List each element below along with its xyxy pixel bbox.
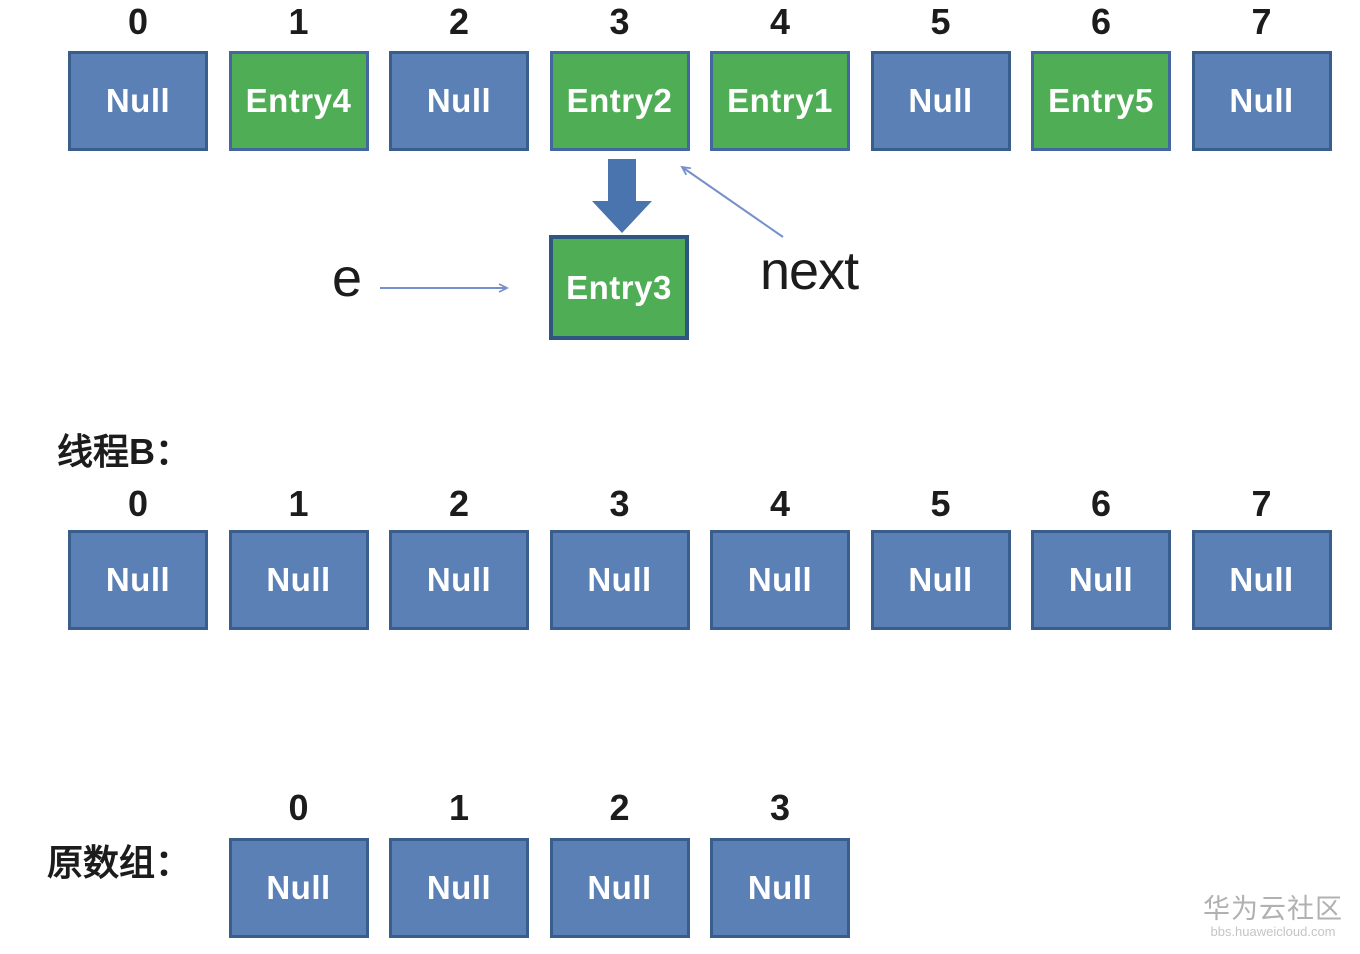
index-label: 0 — [127, 1, 149, 42]
watermark-site-name: 华为云社区 — [1203, 894, 1343, 925]
index-label: 3 — [609, 1, 630, 42]
index-label: 7 — [1251, 1, 1272, 42]
array-cell: Null — [228, 838, 369, 938]
index-label: 1 — [288, 483, 309, 524]
array-cell: Entry4 — [228, 51, 369, 151]
detached-entry-cell: Entry3 — [549, 235, 689, 340]
index-label: 0 — [127, 483, 149, 524]
index-label: 2 — [609, 787, 630, 828]
index-label: 5 — [930, 483, 951, 524]
index-label: 4 — [769, 483, 791, 524]
array-cell: Null — [549, 838, 690, 938]
array-cell: Null — [870, 530, 1011, 630]
original-array-row: Null Null Null Null — [228, 838, 850, 938]
index-label: 4 — [769, 1, 791, 42]
index-label: 3 — [769, 787, 791, 828]
array-cell: Null — [68, 51, 208, 151]
array-cell: Null — [1031, 530, 1171, 630]
index-label: 2 — [448, 483, 470, 524]
original-array-title: 原数组： — [47, 842, 192, 883]
watermark: 华为云社区 bbs.huaweicloud.com — [1203, 894, 1343, 940]
thread-b-title: 线程B： — [57, 431, 191, 472]
index-label: 6 — [1090, 483, 1112, 524]
array-cell: Null — [710, 838, 850, 938]
array-cell: Null — [389, 530, 529, 630]
array-cell: Entry2 — [549, 51, 690, 151]
array-cell: Null — [389, 51, 529, 151]
array-cell: Null — [549, 530, 690, 630]
watermark-site-url: bbs.huaweicloud.com — [1210, 924, 1336, 940]
thread-b-array-row: Null Null Null Null Null Null Null Null — [68, 530, 1332, 630]
array-cell: Entry5 — [1031, 51, 1171, 151]
array-cell: Null — [710, 530, 850, 630]
next-pointer-arrow-icon — [680, 165, 784, 238]
index-label: 6 — [1090, 1, 1112, 42]
array-cell: Null — [870, 51, 1011, 151]
index-label: 1 — [288, 1, 309, 42]
array-cell: Null — [389, 838, 529, 938]
index-label: 3 — [609, 483, 630, 524]
array-cell: Null — [228, 530, 369, 630]
thick-down-arrow-icon — [592, 159, 652, 233]
array-cell: Null — [1191, 51, 1332, 151]
array-cell: Entry1 — [710, 51, 850, 151]
e-pointer-label: e — [332, 248, 362, 308]
thread-b-index-row: 0 1 2 3 4 5 6 7 — [68, 486, 1332, 522]
array-cell: Null — [1191, 530, 1332, 630]
index-label: 0 — [288, 787, 309, 828]
index-label: 2 — [448, 1, 470, 42]
top-array-index-row: 0 1 2 3 4 5 6 7 — [68, 4, 1332, 40]
array-cell: Null — [68, 530, 208, 630]
original-array-index-row: 0 1 2 3 — [229, 790, 851, 826]
index-label: 7 — [1251, 483, 1272, 524]
index-label: 1 — [448, 787, 470, 828]
next-pointer-label: next — [760, 241, 859, 301]
top-array-row: Null Entry4 Null Entry2 Entry1 Null Entr… — [68, 51, 1332, 151]
index-label: 5 — [930, 1, 951, 42]
